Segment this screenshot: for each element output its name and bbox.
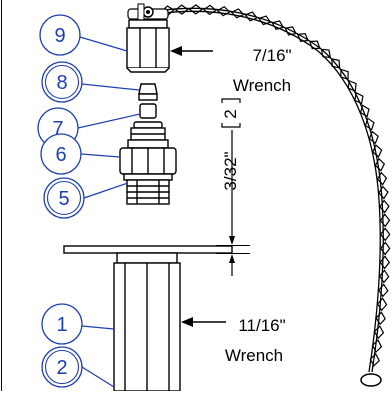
chain-link [378,283,389,298]
chain-link [331,58,341,69]
chain-link [374,157,386,172]
retaining-chain [149,7,384,373]
gap-dimension-secondary-box: 2 [221,98,241,128]
chain-link [379,199,390,214]
chain-link [379,241,391,256]
chain-end-ring [360,373,382,387]
chain-link [376,171,388,186]
callout-number: 7 [52,118,63,140]
callout-1: 1 [41,303,83,345]
chain-link [258,15,272,26]
chain-link [371,339,383,353]
chain-links [160,4,391,367]
callout-number: 2 [56,357,67,379]
chain-link [379,255,391,270]
callout-5: 5 [43,177,85,219]
chain-link [296,32,309,43]
chain-link [347,79,357,92]
mounting-plate [63,245,233,254]
chain-link [354,91,364,105]
chain-link [320,48,332,59]
callout-9: 9 [39,14,81,56]
chain-link [378,185,389,200]
chain-link [364,117,375,131]
chain-link [368,130,379,145]
chain-link [376,297,388,312]
callout-number: 9 [54,25,65,47]
chain-link [202,4,217,16]
chain-link [216,5,231,17]
hex-body-part-1 [113,252,181,392]
callout-number: 5 [58,188,69,210]
chain-link [340,68,349,80]
chain-link [359,104,370,118]
chain-link [271,20,285,30]
chain-link [369,352,380,367]
callout-6: 6 [40,133,82,175]
chain-link [284,26,297,36]
wrench-bottom-label: Wrench [225,346,283,365]
callout-leaders [77,36,141,388]
chain-link [244,11,258,22]
chain-link [373,325,385,340]
wrench-top-arrow [170,46,213,56]
gap-dimension [216,130,250,276]
chain-link [188,4,203,15]
chain-link [379,227,391,242]
back-ferrule-part-7 [139,103,157,119]
cap-nut-part-9 [126,19,170,73]
callout-number: 6 [55,144,66,166]
wrench-top-label: Wrench [233,76,291,95]
chain-link [375,311,386,326]
chain-link [230,8,245,19]
wrench-top-size: 7/16" [252,46,291,65]
chain-attachment [127,3,169,21]
callout-8: 8 [41,61,83,103]
fitting-body-part-6 [119,121,177,175]
callout-number: 8 [56,72,67,94]
threaded-end-part-5 [123,173,173,205]
callout-2: 2 [41,346,83,388]
chain-link [378,269,390,284]
gap-dimension-secondary: 2 [221,109,240,118]
gap-dimension-value: 3/32" [221,151,240,190]
wrench-bottom-arrow [181,317,226,327]
ferrule-part-8 [138,83,158,101]
chain-link [379,213,391,228]
chain-link [309,40,321,50]
chain-link [174,4,189,15]
chain-link [372,144,383,158]
callout-number: 1 [56,314,67,336]
wrench-bottom-size: 11/16" [238,316,285,335]
